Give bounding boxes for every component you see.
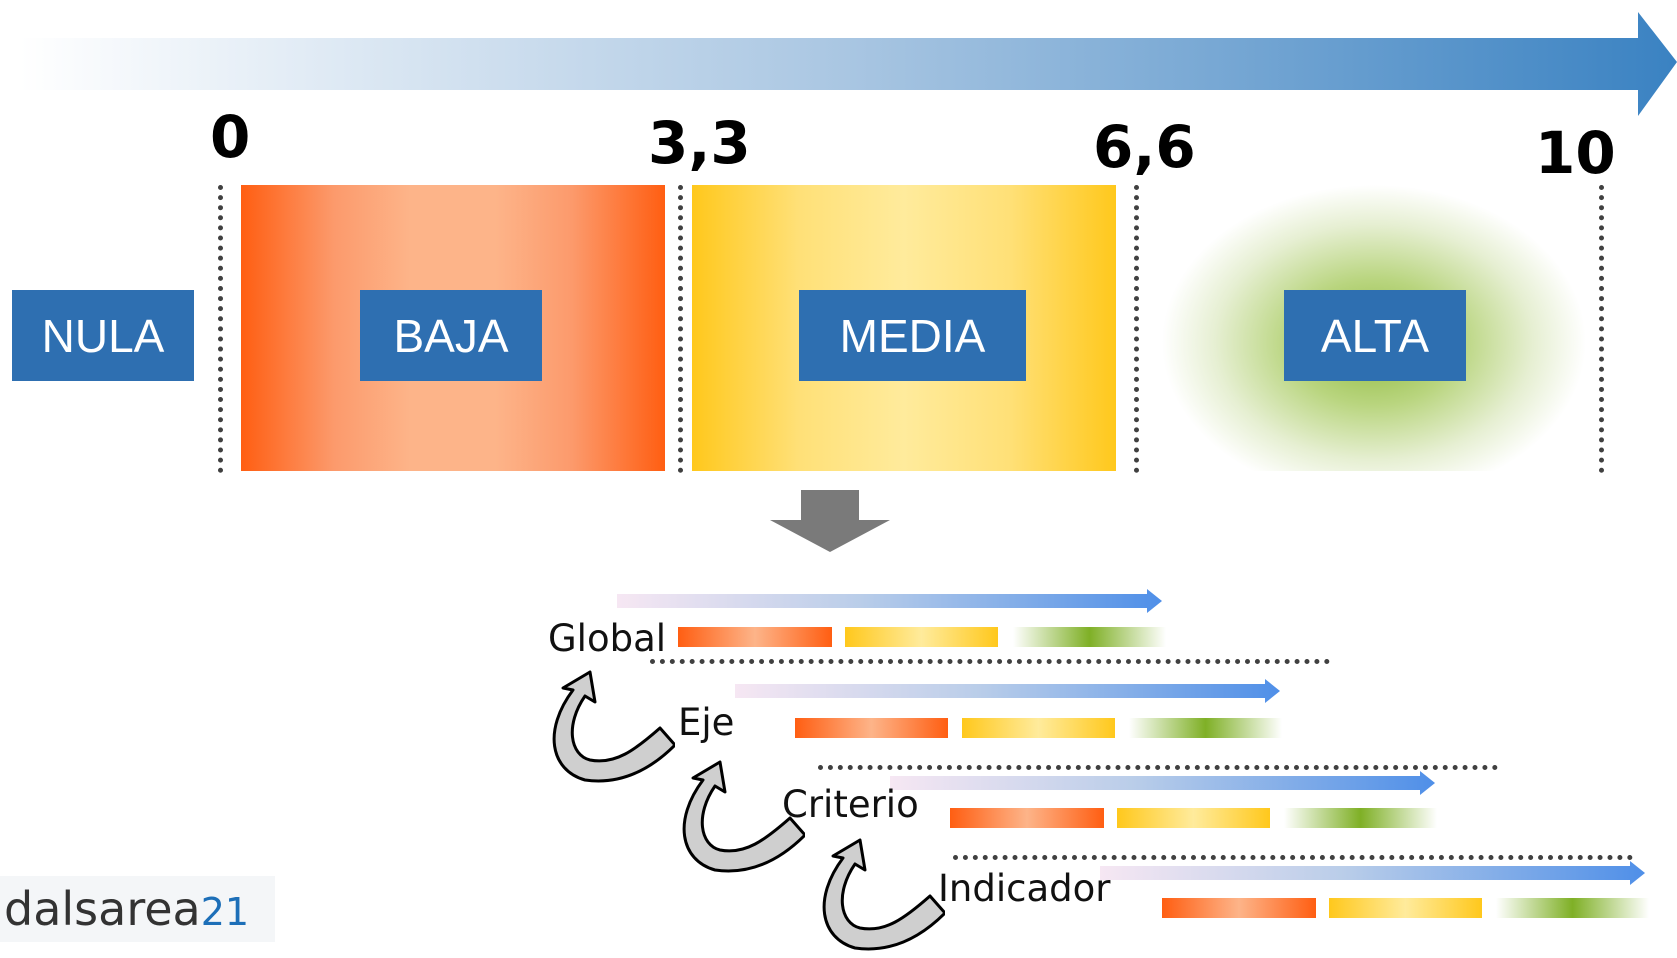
level-bar-baja-criterio [950, 808, 1104, 828]
level-bar-alta-global [1013, 627, 1166, 647]
separator-6-6 [1134, 185, 1139, 473]
logo-text: dalsarea21 [4, 886, 249, 932]
divider-global [650, 659, 1330, 664]
level-label-indicador: Indicador [938, 867, 1111, 910]
level-arrow-indicador [1100, 861, 1645, 885]
label-media: MEDIA [799, 290, 1026, 381]
level-bar-media-global [845, 627, 998, 647]
separator-10 [1599, 185, 1604, 473]
label-baja: BAJA [360, 290, 542, 381]
separator-3-3 [678, 185, 683, 473]
down-arrow-icon [770, 490, 890, 552]
logo-suffix: 21 [200, 890, 250, 934]
curved-arrow-icon-3 [822, 838, 945, 951]
level-label-eje: Eje [678, 701, 735, 744]
curved-arrow-icon-1 [552, 670, 675, 783]
divider-criterio [953, 855, 1633, 860]
separator-0 [218, 185, 223, 473]
level-bar-media-indicador [1329, 898, 1482, 918]
label-nula: NULA [12, 290, 194, 381]
curved-arrow-icon-2 [682, 760, 805, 873]
level-arrow-global [617, 589, 1162, 613]
logo-name: dalsarea [4, 882, 201, 936]
label-alta: ALTA [1284, 290, 1466, 381]
level-bar-media-criterio [1117, 808, 1270, 828]
logo [0, 876, 275, 942]
tick-10: 10 [1535, 119, 1616, 187]
divider-eje [818, 765, 1498, 770]
tick-0: 0 [210, 103, 251, 171]
level-arrow-eje [735, 679, 1280, 703]
tick-6-6: 6,6 [1093, 113, 1196, 181]
tick-3-3: 3,3 [648, 109, 751, 177]
level-label-global: Global [548, 617, 667, 660]
level-bar-baja-indicador [1162, 898, 1316, 918]
level-bar-alta-indicador [1496, 898, 1649, 918]
level-label-criterio: Criterio [782, 783, 919, 826]
level-bar-media-eje [962, 718, 1115, 738]
level-bar-alta-eje [1129, 718, 1282, 738]
level-bar-baja-global [678, 627, 832, 647]
level-bar-alta-criterio [1284, 808, 1437, 828]
level-bar-baja-eje [795, 718, 948, 738]
level-arrow-criterio [890, 771, 1435, 795]
scale-arrow [20, 12, 1677, 116]
